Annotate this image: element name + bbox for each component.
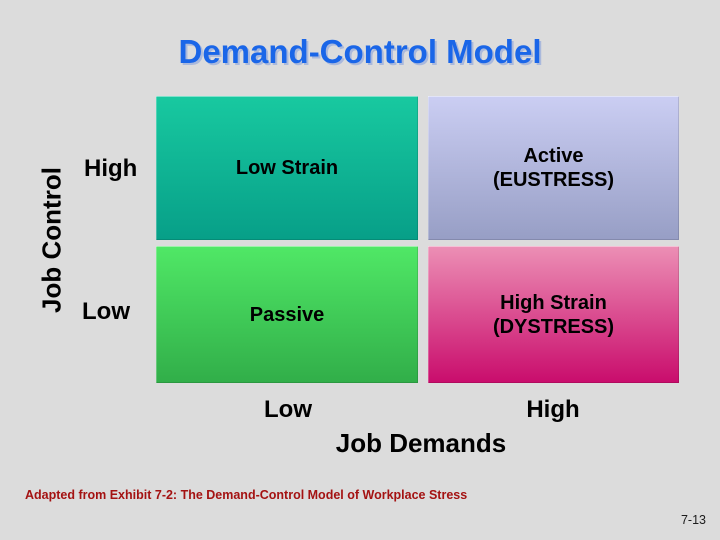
quadrant-low-strain: Low Strain bbox=[156, 96, 418, 240]
page-title: Demand-Control Model bbox=[178, 33, 542, 70]
quadrant-label: Passive bbox=[249, 303, 325, 326]
x-axis-title: Job Demands bbox=[335, 428, 507, 458]
footnote: Adapted from Exhibit 7-2: The Demand-Con… bbox=[25, 488, 468, 502]
y-axis-title: Job Control bbox=[36, 167, 67, 313]
quadrant-label: High Strain (DYSTRESS) bbox=[492, 291, 615, 338]
y-axis-low-label: Low bbox=[82, 298, 130, 325]
x-axis-high-label: High bbox=[526, 396, 580, 423]
x-axis-low-label: Low bbox=[264, 396, 312, 423]
quadrant-high-strain-dystress: High Strain (DYSTRESS) bbox=[428, 246, 679, 383]
quadrant-label: Active (EUSTRESS) bbox=[492, 145, 615, 191]
quadrant-active-eustress: Active (EUSTRESS) bbox=[428, 96, 679, 240]
y-axis-high-label: High bbox=[84, 155, 138, 182]
page-number: 7-13 bbox=[680, 513, 706, 527]
quadrant-passive: Passive bbox=[156, 246, 418, 383]
quadrant-label: Low Strain bbox=[235, 157, 339, 179]
